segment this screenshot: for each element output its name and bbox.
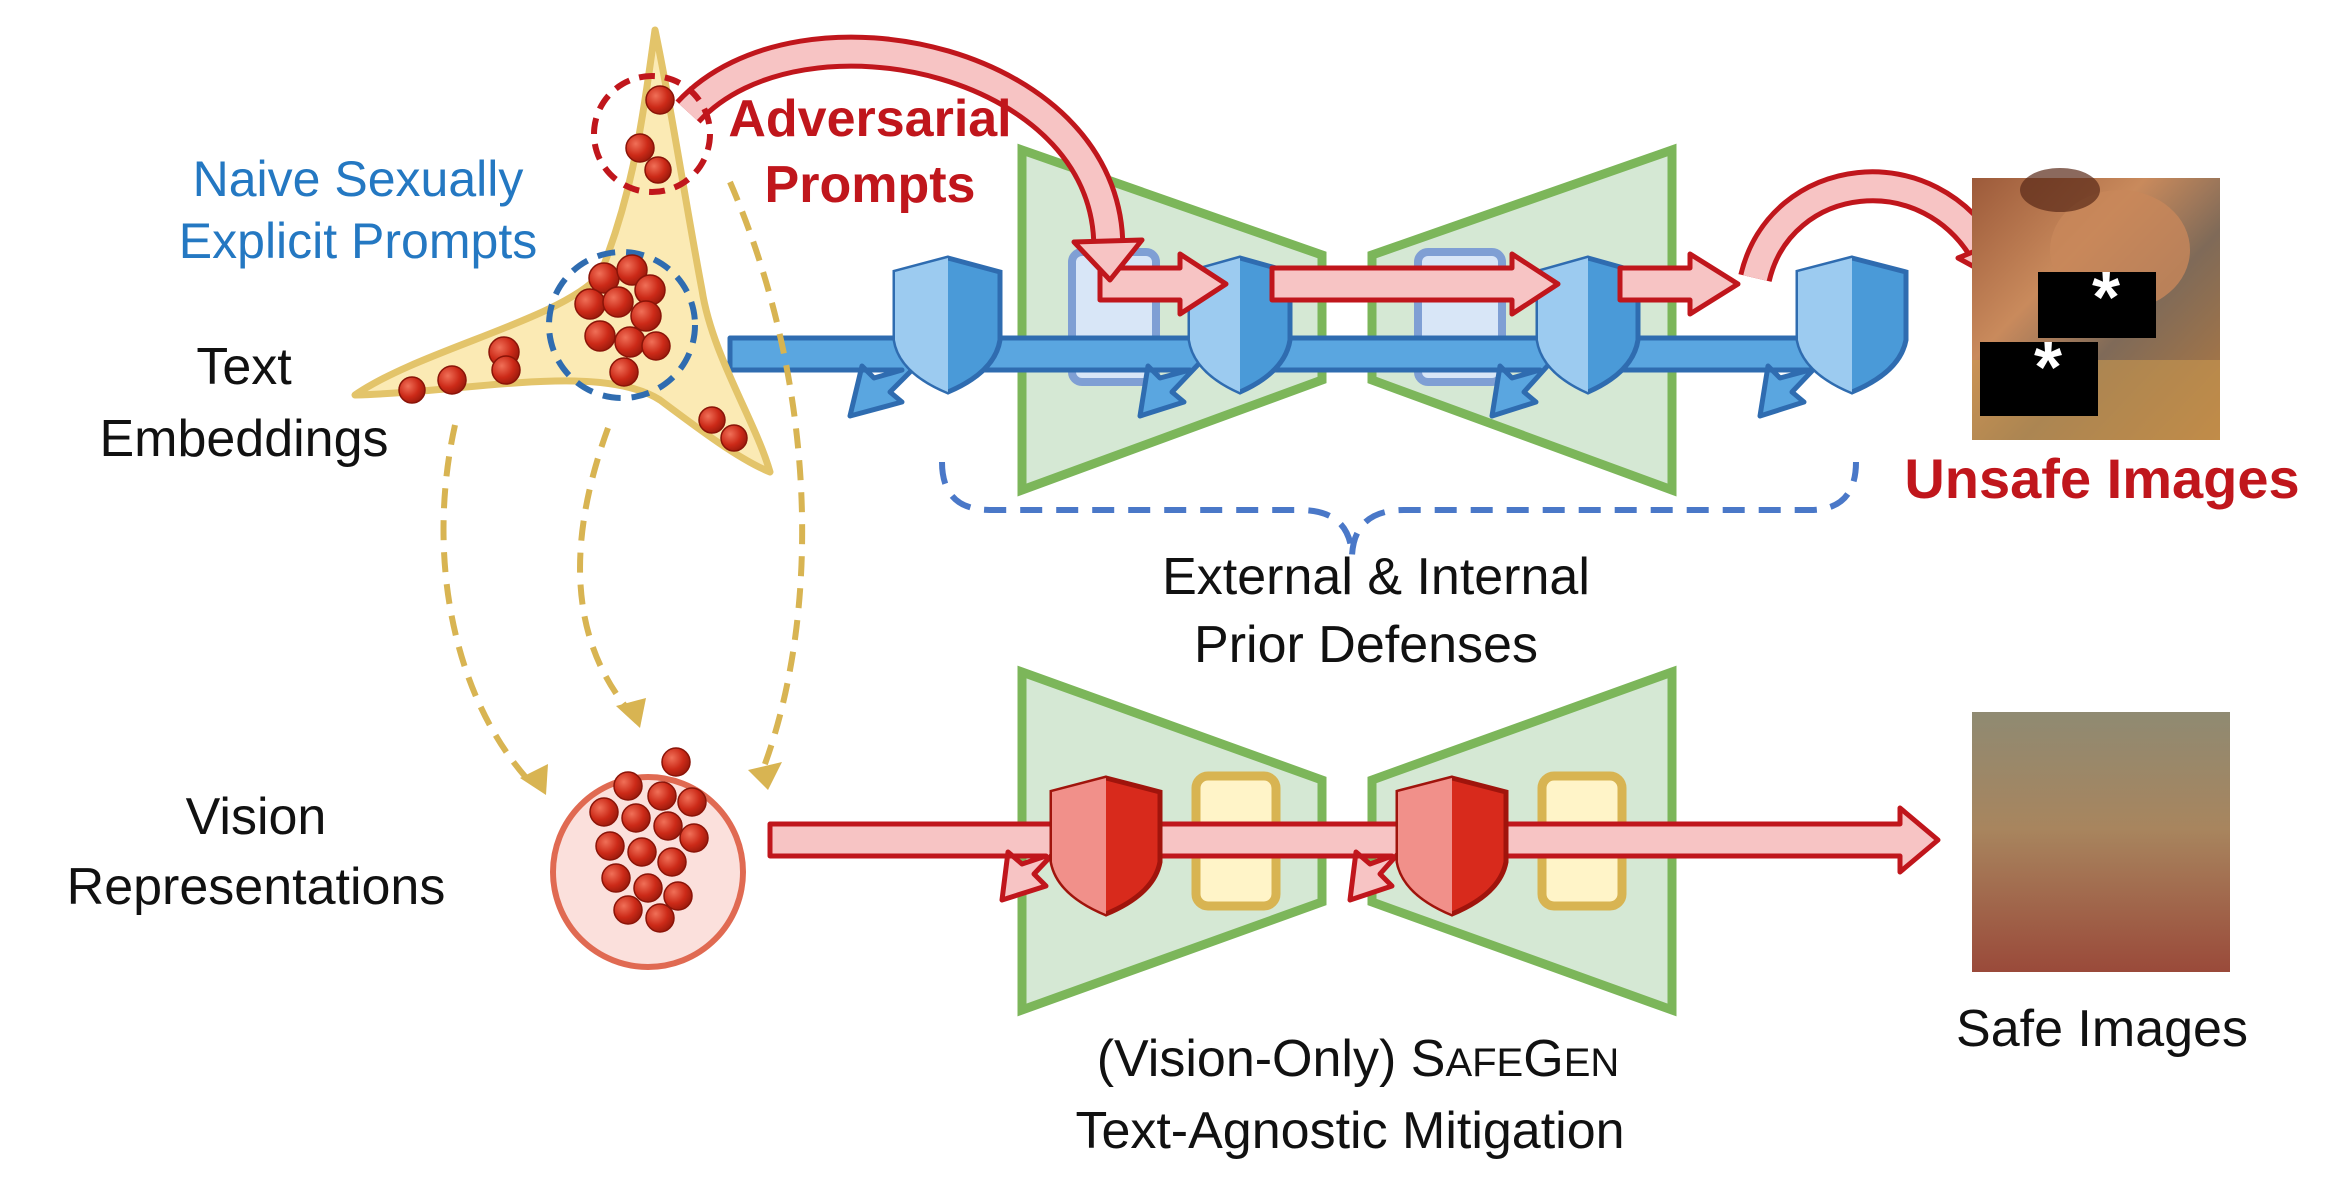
censor-box <box>2038 272 2156 338</box>
embedding-to-vision-arrowheads <box>520 698 782 795</box>
adversarial-prompts-label: Prompts <box>765 156 976 214</box>
safe-images-label: Safe Images <box>1956 1000 2248 1058</box>
vision-token-dots <box>589 747 709 933</box>
adversarial-prompts-label: Adversarial <box>728 90 1011 148</box>
text-embeddings-label: Text <box>196 338 292 396</box>
naive-prompts-label: Naive Sexually <box>193 151 524 207</box>
unsafe-image <box>1972 168 2220 440</box>
text-embeddings-label: Embeddings <box>99 410 388 468</box>
prior-defenses-label: Prior Defenses <box>1194 616 1538 674</box>
blue-shield-icon <box>892 255 1003 395</box>
prior-defenses-label: External & Internal <box>1162 548 1590 606</box>
naive-cluster <box>546 249 698 401</box>
safe-image <box>1972 712 2230 972</box>
safe-flow-arrows <box>767 805 1941 903</box>
vision-representations-label: Vision <box>186 788 327 846</box>
adversarial-curve-arrow <box>675 34 1145 283</box>
censor-box <box>1980 342 2098 416</box>
unsafe-images-label: Unsafe Images <box>1904 447 2299 510</box>
vision-representation <box>550 774 746 970</box>
red-shield-icon <box>1049 775 1163 917</box>
red-shield-icon <box>1395 775 1509 917</box>
embedding-token-dots <box>398 85 748 452</box>
censor-mark: * <box>2034 328 2062 408</box>
unet-top-decoder <box>1367 143 1677 497</box>
adversarial-cluster <box>591 73 713 195</box>
blue-shield-icon <box>1795 255 1909 395</box>
red-flow-arrows <box>1097 251 1741 317</box>
naive-prompts-label: Explicit Prompts <box>179 213 537 269</box>
prior-defenses-brace <box>939 461 1859 557</box>
vision-representations-label: Representations <box>67 858 446 916</box>
safegen-label: (Vision-Only) SAFEGEN <box>1097 1030 1620 1088</box>
embedding-to-vision-arrows <box>440 180 806 785</box>
safegen-label: Text-Agnostic Mitigation <box>1075 1102 1624 1160</box>
censor-mark: * <box>2092 258 2120 338</box>
